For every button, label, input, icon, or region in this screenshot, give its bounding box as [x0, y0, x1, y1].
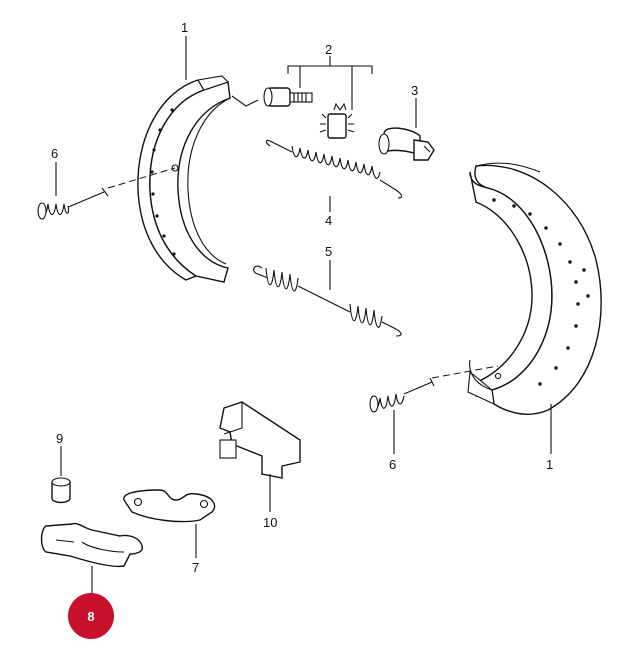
label-shoe-left: 1 — [181, 20, 188, 35]
label-pin-left: 6 — [51, 146, 58, 161]
parking-brake-lever[interactable] — [40, 522, 143, 596]
badge-circle — [68, 593, 114, 639]
hold-down-pin-left[interactable] — [37, 162, 176, 220]
brake-shoe-left[interactable] — [137, 75, 231, 283]
strut-plate[interactable] — [123, 489, 216, 558]
adjuster-screw[interactable] — [231, 87, 313, 107]
adjuster-star-wheel[interactable] — [319, 102, 355, 139]
lever-highlight-badge[interactable]: 8 — [68, 593, 114, 639]
spring-cap[interactable] — [51, 446, 71, 504]
label-lower-spring: 5 — [325, 244, 332, 259]
adjuster-sleeve[interactable] — [378, 98, 435, 161]
label-bracket: 10 — [263, 515, 277, 530]
lower-return-spring[interactable] — [253, 260, 402, 337]
label-upper-spring: 4 — [325, 213, 332, 228]
brake-shoe-right[interactable] — [467, 162, 602, 415]
label-shoe-right: 1 — [546, 457, 553, 472]
label-adjuster-group: 2 — [325, 42, 332, 57]
adjuster-bracket-lines — [287, 56, 373, 110]
upper-return-spring[interactable] — [265, 139, 403, 212]
label-pin-right: 6 — [389, 457, 396, 472]
hold-down-pin-right[interactable] — [369, 365, 499, 454]
label-lever: 8 — [87, 609, 94, 624]
label-plate: 7 — [192, 560, 199, 575]
label-cap: 9 — [56, 431, 63, 446]
label-adjuster-sleeve: 3 — [411, 83, 418, 98]
shoe-bracket[interactable] — [219, 401, 301, 512]
